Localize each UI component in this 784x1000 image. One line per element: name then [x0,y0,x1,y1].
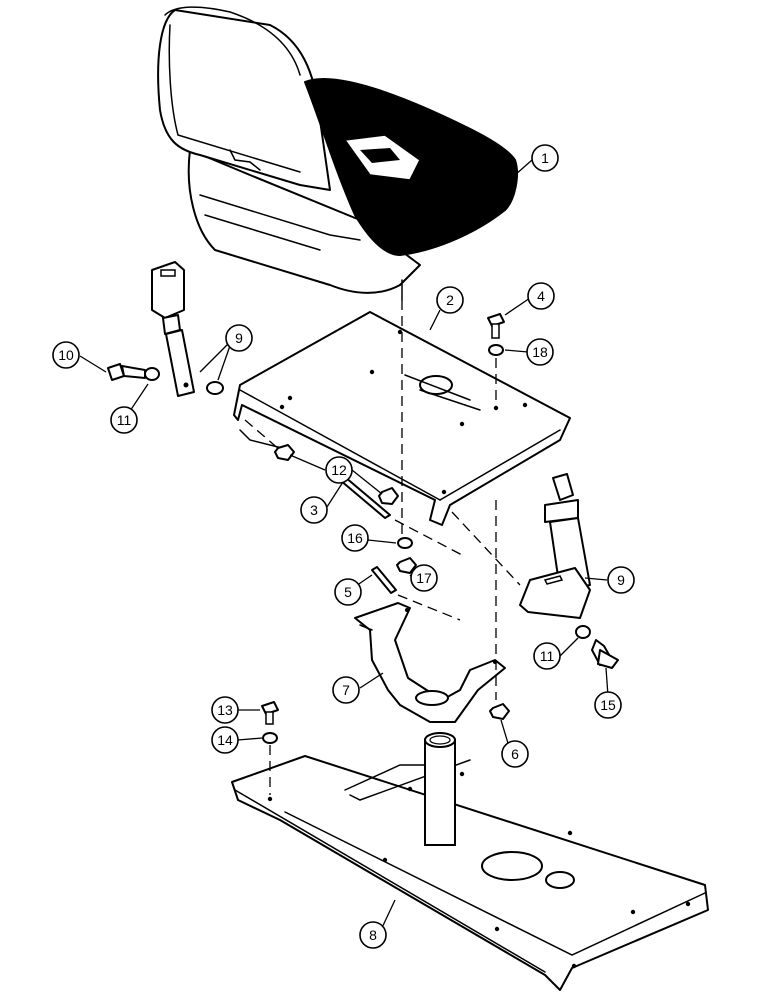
svg-text:14: 14 [217,732,233,748]
bolt-left [107,363,146,381]
washer-11-left [144,367,160,381]
seat-belt-retractor-right [519,473,591,619]
seat-belt-buckle-left [151,261,195,397]
callout-1: 1 [531,144,559,172]
callout-3: 3 [300,496,328,524]
svg-text:1: 1 [541,150,549,166]
washer-16 [397,537,413,549]
svg-text:13: 13 [217,702,233,718]
svg-text:7: 7 [342,682,350,698]
callout-7: 7 [332,676,360,704]
svg-text:16: 16 [347,530,363,546]
callout-10: 10 [52,341,80,369]
svg-text:15: 15 [600,697,616,713]
callout-9-right: 9 [607,566,635,594]
callout-15: 15 [594,691,622,719]
callout-9-left: 9 [225,324,253,352]
svg-text:18: 18 [532,344,548,360]
nut-17 [396,557,417,574]
assembly-centerlines [244,300,521,795]
callout-11-left: 11 [110,406,138,434]
stud-5 [371,566,397,594]
washer-11-right [575,625,591,639]
svg-text:9: 9 [617,572,625,588]
seat-post [424,732,456,846]
svg-text:2: 2 [446,292,454,308]
svg-text:11: 11 [117,412,132,428]
svg-text:3: 3 [310,502,318,518]
svg-text:5: 5 [344,584,352,600]
nut-12-lower [378,487,399,505]
bolt-15 [591,639,619,669]
svg-text:4: 4 [537,288,545,304]
base-frame [231,755,709,991]
callout-5: 5 [334,578,362,606]
svg-text:17: 17 [416,570,432,586]
callout-11-right: 11 [533,642,561,670]
callout-6: 6 [501,740,529,768]
callout-16: 16 [341,524,369,552]
svg-text:11: 11 [540,648,555,664]
seat [157,6,518,301]
svg-text:10: 10 [58,347,74,363]
svg-text:8: 8 [369,927,377,943]
callout-2: 2 [436,286,464,314]
svg-text:9: 9 [235,330,243,346]
support-bracket [354,602,506,723]
callout-14: 14 [211,726,239,754]
washer-left [206,381,224,395]
callout-18: 18 [526,338,554,366]
svg-text:6: 6 [511,746,519,762]
svg-text:12: 12 [331,462,347,478]
nut-6 [489,703,510,720]
bolt-top-right [487,313,505,339]
callout-13: 13 [211,696,239,724]
callout-4: 4 [527,282,555,310]
callout-17: 17 [410,564,438,592]
washer-18 [488,344,504,356]
callout-8: 8 [359,921,387,949]
bolt-13 [261,701,279,725]
washer-14 [262,732,278,744]
callout-12: 12 [325,456,353,484]
nut-12-upper [274,444,295,461]
